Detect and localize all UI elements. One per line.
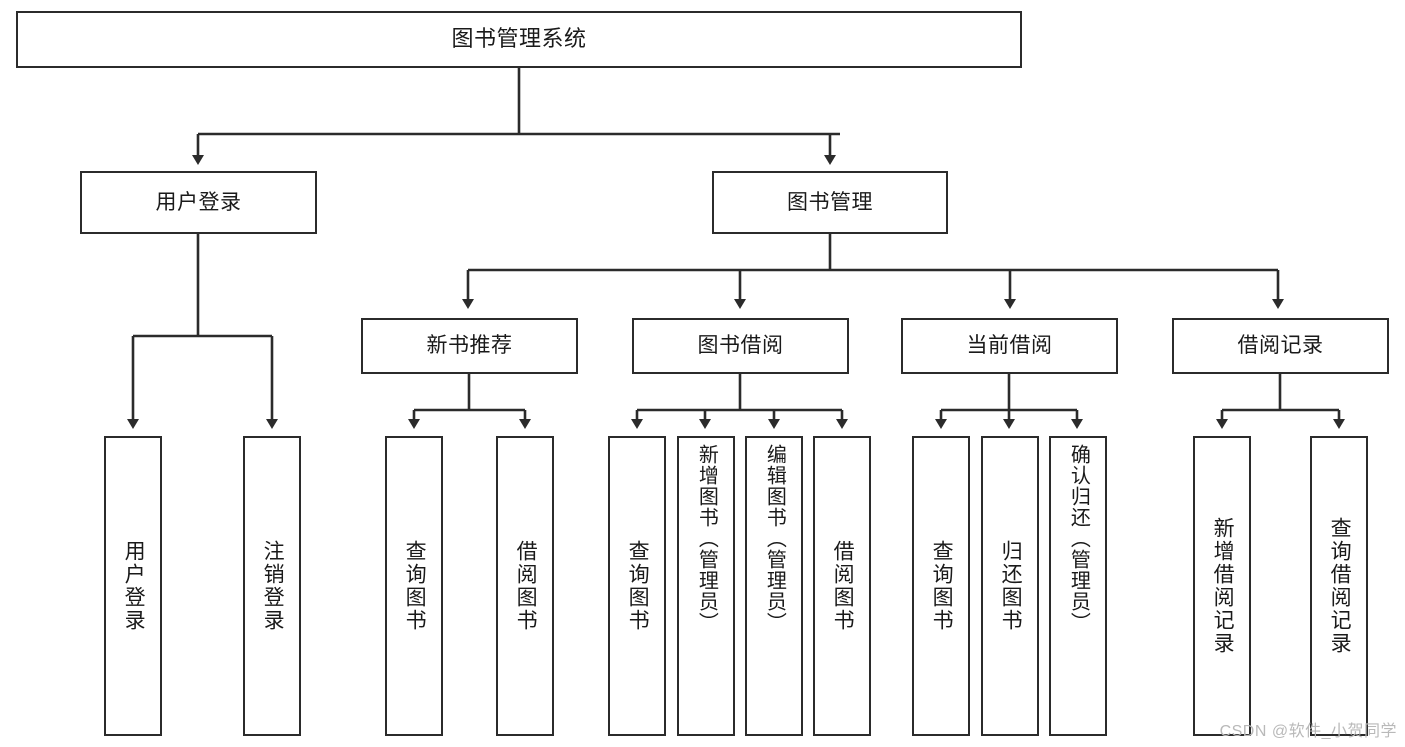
leaf-query-record[interactable]: 查询借阅记录 — [1310, 436, 1368, 736]
leaf-return-book[interactable]: 归还图书 — [981, 436, 1039, 736]
leaf-add-record[interactable]: 新增借阅记录 — [1193, 436, 1251, 736]
leaf-edit-book[interactable]: 编辑图书（管理员） — [745, 436, 803, 736]
leaf-edit-book-label: 编辑图书（管理员） — [763, 444, 786, 633]
leaf-return-book-label: 归还图书 — [999, 540, 1023, 632]
node-current-borrow-label: 当前借阅 — [966, 334, 1053, 358]
node-book-borrow[interactable]: 图书借阅 — [632, 318, 849, 374]
leaf-query-book-1[interactable]: 查询图书 — [385, 436, 443, 736]
leaf-borrow-book-2-label: 借阅图书 — [831, 540, 855, 632]
node-new-book-recommend-label: 新书推荐 — [426, 334, 513, 358]
leaf-query-book-3-label: 查询图书 — [930, 540, 954, 632]
leaf-logout-label: 注销登录 — [261, 540, 285, 632]
node-root[interactable]: 图书管理系统 — [16, 11, 1022, 68]
leaf-query-record-label: 查询借阅记录 — [1328, 517, 1352, 655]
leaf-add-book-label: 新增图书（管理员） — [695, 444, 718, 633]
leaf-borrow-book-1[interactable]: 借阅图书 — [496, 436, 554, 736]
leaf-query-book-1-label: 查询图书 — [403, 540, 427, 632]
leaf-borrow-book-1-label: 借阅图书 — [514, 540, 538, 632]
node-borrow-record-label: 借阅记录 — [1237, 334, 1324, 358]
leaf-add-book[interactable]: 新增图书（管理员） — [677, 436, 735, 736]
leaf-query-book-3[interactable]: 查询图书 — [912, 436, 970, 736]
leaf-confirm-return[interactable]: 确认归还（管理员） — [1049, 436, 1107, 736]
node-book-manage-label: 图书管理 — [787, 190, 873, 214]
node-book-borrow-label: 图书借阅 — [697, 334, 784, 358]
leaf-user-login[interactable]: 用户登录 — [104, 436, 162, 736]
leaf-query-book-2[interactable]: 查询图书 — [608, 436, 666, 736]
node-new-book-recommend[interactable]: 新书推荐 — [361, 318, 578, 374]
node-user-login-label: 用户登录 — [155, 190, 242, 214]
leaf-confirm-return-label: 确认归还（管理员） — [1067, 444, 1090, 633]
node-user-login[interactable]: 用户登录 — [80, 171, 317, 234]
leaf-borrow-book-2[interactable]: 借阅图书 — [813, 436, 871, 736]
node-book-manage[interactable]: 图书管理 — [712, 171, 948, 234]
node-borrow-record[interactable]: 借阅记录 — [1172, 318, 1389, 374]
leaf-logout[interactable]: 注销登录 — [243, 436, 301, 736]
leaf-query-book-2-label: 查询图书 — [626, 540, 650, 632]
leaf-user-login-label: 用户登录 — [122, 540, 146, 632]
leaf-add-record-label: 新增借阅记录 — [1211, 517, 1235, 655]
node-root-label: 图书管理系统 — [451, 26, 587, 52]
watermark: CSDN @软件_小贺同学 — [1219, 723, 1397, 740]
node-current-borrow[interactable]: 当前借阅 — [901, 318, 1118, 374]
